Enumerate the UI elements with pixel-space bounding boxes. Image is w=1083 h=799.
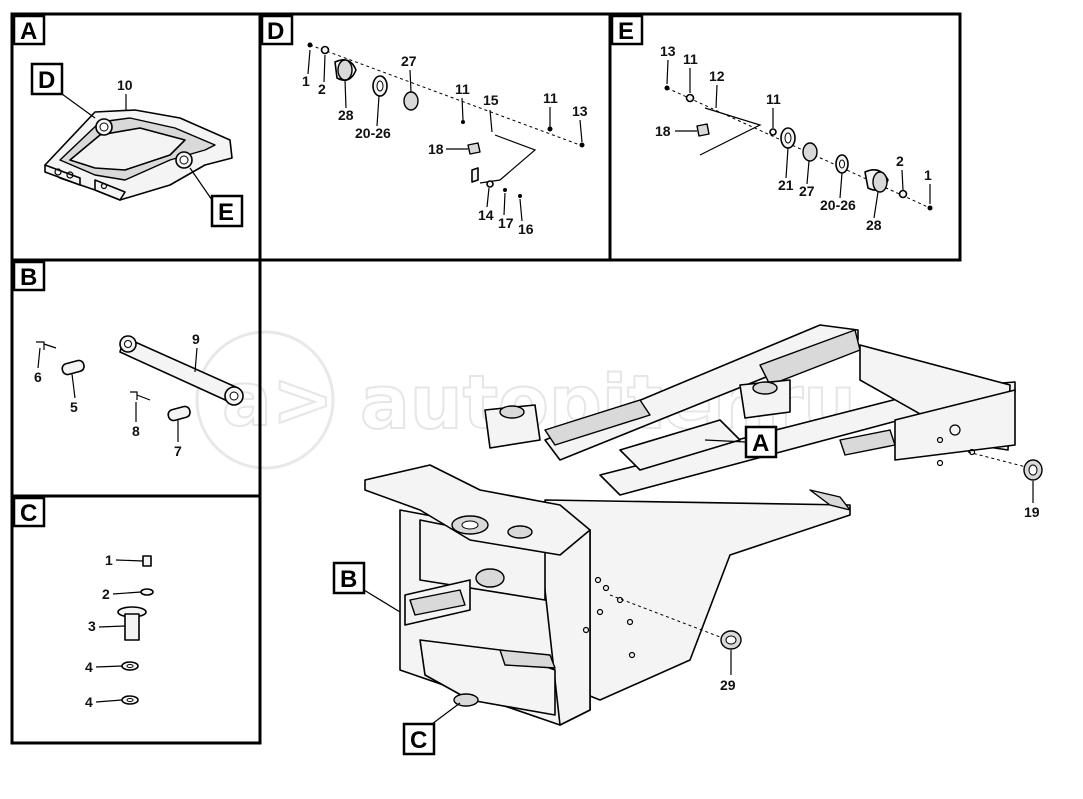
svg-text:1: 1 bbox=[302, 73, 310, 89]
main-callout-c: C bbox=[402, 702, 461, 756]
svg-text:A: A bbox=[752, 430, 769, 457]
panel-b-tag: B bbox=[12, 260, 46, 292]
svg-text:13: 13 bbox=[660, 43, 676, 59]
svg-text:29: 29 bbox=[720, 677, 736, 693]
svg-text:28: 28 bbox=[338, 107, 354, 123]
svg-text:11: 11 bbox=[455, 81, 470, 97]
svg-text:C: C bbox=[20, 500, 37, 527]
panel-c-labels: 1 2 3 4 4 bbox=[85, 552, 144, 710]
panel-a-callout-e: E bbox=[189, 167, 244, 228]
panel-d-tag: D bbox=[260, 14, 294, 46]
panel-e-frame bbox=[608, 12, 962, 262]
svg-text:8: 8 bbox=[132, 423, 140, 439]
svg-text:C: C bbox=[410, 727, 427, 754]
svg-text:1: 1 bbox=[924, 167, 932, 183]
svg-text:B: B bbox=[340, 566, 357, 593]
svg-text:16: 16 bbox=[518, 221, 534, 237]
svg-text:11: 11 bbox=[683, 51, 698, 67]
svg-text:18: 18 bbox=[428, 141, 444, 157]
panel-a-label-10: 10 bbox=[117, 77, 133, 110]
svg-text:20-26: 20-26 bbox=[355, 125, 391, 141]
panel-e-tag: E bbox=[610, 14, 644, 46]
panel-a-tag: A bbox=[12, 14, 46, 46]
svg-text:4: 4 bbox=[85, 659, 93, 675]
svg-text:10: 10 bbox=[117, 77, 133, 93]
panel-d-drawing bbox=[307, 42, 585, 198]
svg-text:E: E bbox=[618, 18, 634, 45]
svg-text:11: 11 bbox=[766, 91, 781, 107]
panel-b-labels: 6 5 9 8 7 bbox=[34, 331, 200, 459]
svg-text:27: 27 bbox=[401, 53, 417, 69]
main-label-19: 19 bbox=[1024, 481, 1040, 520]
svg-text:3: 3 bbox=[88, 618, 96, 634]
ring-29 bbox=[720, 630, 742, 650]
main-label-29: 29 bbox=[720, 650, 736, 693]
svg-text:5: 5 bbox=[70, 399, 78, 415]
svg-text:D: D bbox=[267, 18, 284, 45]
svg-text:1: 1 bbox=[105, 552, 113, 568]
svg-text:11: 11 bbox=[543, 90, 558, 106]
svg-text:27: 27 bbox=[799, 183, 815, 199]
svg-text:19: 19 bbox=[1024, 504, 1040, 520]
panel-a-drawing bbox=[44, 109, 233, 201]
svg-text:2: 2 bbox=[318, 81, 326, 97]
main-callout-a: A bbox=[704, 425, 778, 459]
svg-text:2: 2 bbox=[102, 586, 110, 602]
svg-text:18: 18 bbox=[655, 123, 671, 139]
svg-text:A: A bbox=[20, 18, 37, 45]
svg-text:6: 6 bbox=[34, 369, 42, 385]
svg-text:B: B bbox=[20, 264, 37, 291]
panel-c-frame bbox=[10, 494, 262, 745]
svg-text:9: 9 bbox=[192, 331, 200, 347]
svg-text:20-26: 20-26 bbox=[820, 197, 856, 213]
svg-text:D: D bbox=[38, 67, 55, 94]
svg-text:14: 14 bbox=[478, 207, 494, 223]
panel-c-drawing bbox=[117, 555, 154, 705]
panel-d-labels: 1 2 28 27 20-26 11 15 11 13 18 14 17 16 bbox=[302, 49, 588, 237]
svg-text:28: 28 bbox=[866, 217, 882, 233]
svg-text:2: 2 bbox=[896, 153, 904, 169]
svg-text:17: 17 bbox=[498, 215, 514, 231]
svg-text:15: 15 bbox=[483, 92, 499, 108]
svg-text:13: 13 bbox=[572, 103, 588, 119]
ring-19 bbox=[1023, 459, 1043, 481]
svg-text:7: 7 bbox=[174, 443, 182, 459]
svg-text:12: 12 bbox=[709, 68, 725, 84]
panel-b-drawing bbox=[36, 335, 244, 422]
svg-text:E: E bbox=[218, 199, 234, 226]
panel-c-tag: C bbox=[12, 496, 46, 528]
svg-text:21: 21 bbox=[778, 177, 794, 193]
panel-a-callout-d: D bbox=[30, 62, 96, 119]
main-frame-drawing bbox=[364, 324, 1031, 726]
svg-text:4: 4 bbox=[85, 694, 93, 710]
main-callout-b: B bbox=[332, 561, 401, 613]
panel-e-labels: 13 11 12 11 18 21 27 20-26 2 1 28 bbox=[655, 43, 932, 233]
